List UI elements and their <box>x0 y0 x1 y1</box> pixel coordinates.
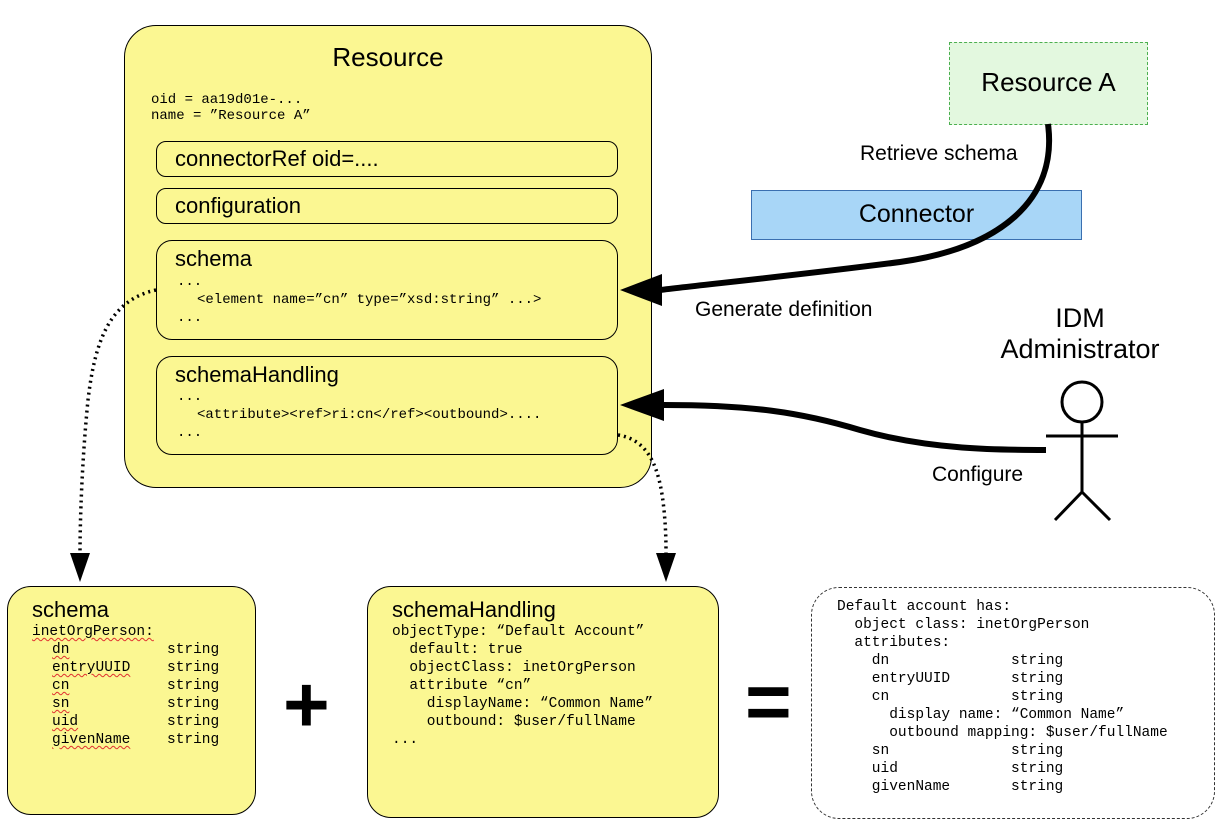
schema-handling-line: objectType: “Default Account” <box>392 624 645 640</box>
schema-section-label: schema <box>175 246 253 271</box>
schema-attribute-row: entryUUID string <box>52 659 219 677</box>
schema-section: schema ... <element name=”cn” type=”xsd:… <box>156 240 618 340</box>
equals-operator: = <box>745 657 792 746</box>
schema-handling-section: schemaHandling ... <attribute><ref>ri:cn… <box>156 356 618 455</box>
connector-ref-label: connectorRef oid=.... <box>175 146 379 171</box>
schema-derivation-dotted-arrow <box>78 288 157 556</box>
schema-attribute-type: string <box>167 714 220 730</box>
bottom-schema-class-text: inetOrgPerson: <box>32 624 154 640</box>
result-line: outbound mapping: $user/fullName <box>837 725 1168 741</box>
schema-handling-line: outbound: $user/fullName <box>392 714 636 730</box>
result-line: dn string <box>837 653 1064 669</box>
admin-label-line-2: Administrator <box>1000 334 1160 364</box>
schema-attribute-name: entryUUID <box>52 660 131 676</box>
schema-line-1: ... <box>177 274 203 290</box>
result-line: attributes: <box>837 635 951 651</box>
result-line: givenName string <box>837 779 1064 795</box>
generate-definition-arrowhead <box>620 274 662 306</box>
admin-label-line-1: IDM <box>1055 303 1105 333</box>
administrator-figure <box>1046 380 1118 522</box>
resource-properties: oid = aa19d01e-...name = ”Resource A” <box>151 92 311 124</box>
schema-line-3: ... <box>177 310 203 326</box>
schema-attribute-row: dn string <box>52 641 219 659</box>
schema-handling-line: attribute “cn” <box>392 678 532 694</box>
schema-handling-line: displayName: “Common Name” <box>392 696 654 712</box>
resource-title: Resource <box>332 42 444 72</box>
schema-handling-line-1: ... <box>177 389 203 405</box>
result-lines: Default account has: object class: inetO… <box>837 598 1168 796</box>
schema-attribute-name: dn <box>52 642 70 658</box>
connector-label: Connector <box>858 200 975 228</box>
configure-arrowhead <box>620 389 664 421</box>
schema-handling-section-label: schemaHandling <box>175 362 339 387</box>
schema-attribute-type: string <box>167 678 220 694</box>
result-box <box>811 587 1215 819</box>
result-line: object class: inetOrgPerson <box>837 617 1090 633</box>
bottom-schema-handling-title: schemaHandling <box>392 597 556 622</box>
schema-attribute-row: uid string <box>52 713 219 731</box>
schema-handling-line-3: ... <box>177 425 203 441</box>
schema-attribute-type: string <box>167 660 220 676</box>
schema-attribute-name: cn <box>52 678 70 694</box>
configure-arrow <box>663 402 1047 453</box>
schema-attribute-row: cn string <box>52 677 219 695</box>
schema-handling-line: ... <box>392 732 419 748</box>
administrator-right-leg <box>1080 490 1112 522</box>
retrieve-schema-label: Retrieve schema <box>860 142 1018 165</box>
oid-line: oid = aa19d01e-... <box>151 92 303 108</box>
result-line: sn string <box>837 743 1064 759</box>
schema-attribute-name: sn <box>52 696 70 712</box>
handling-derivation-dotted-arrow <box>617 433 668 556</box>
bottom-schema-class: inetOrgPerson: <box>32 623 154 641</box>
schema-attribute-row: givenName string <box>52 731 219 749</box>
bottom-schema-title: schema <box>32 597 110 622</box>
schema-attribute-row: sn string <box>52 695 219 713</box>
configure-label: Configure <box>932 463 1024 486</box>
schema-attribute-type: string <box>167 642 220 658</box>
generate-definition-arrow <box>659 123 1053 293</box>
result-line: Default account has: <box>837 599 1012 615</box>
result-line: uid string <box>837 761 1064 777</box>
schema-attribute-name: givenName <box>52 732 131 748</box>
plus-operator: + <box>283 660 330 749</box>
resource-a-label: Resource A <box>981 67 1116 97</box>
schema-handling-line: default: true <box>392 642 523 658</box>
handling-derivation-arrowhead <box>656 553 676 582</box>
bottom-schema-handling-box: schemaHandling objectType: “Default Acco… <box>367 586 719 818</box>
configuration-label: configuration <box>175 193 301 218</box>
schema-attribute-type: string <box>167 732 220 748</box>
configuration-section: configuration <box>156 188 618 224</box>
schema-attribute-name: uid <box>52 714 79 730</box>
bottom-schema-box: schema inetOrgPerson: dn string entryUUID s… <box>7 586 256 815</box>
result-line: display name: “Common Name” <box>837 707 1125 723</box>
name-line: name = ”Resource A” <box>151 108 311 124</box>
administrator-left-leg <box>1053 490 1084 522</box>
schema-line-2: <element name=”cn” type=”xsd:string” ...… <box>197 292 542 308</box>
result-line: entryUUID string <box>837 671 1064 687</box>
schema-handling-line: objectClass: inetOrgPerson <box>392 660 636 676</box>
resource-a-box <box>949 42 1148 125</box>
connector-box <box>751 190 1082 240</box>
administrator-head <box>1060 380 1104 424</box>
schema-attribute-type: string <box>167 696 220 712</box>
schema-derivation-arrowhead <box>70 553 90 582</box>
connector-ref-section: connectorRef oid=.... <box>156 141 618 177</box>
result-line: cn string <box>837 689 1064 705</box>
schema-handling-line-2: <attribute><ref>ri:cn</ref><outbound>...… <box>197 407 542 423</box>
generate-definition-label: Generate definition <box>695 298 873 321</box>
